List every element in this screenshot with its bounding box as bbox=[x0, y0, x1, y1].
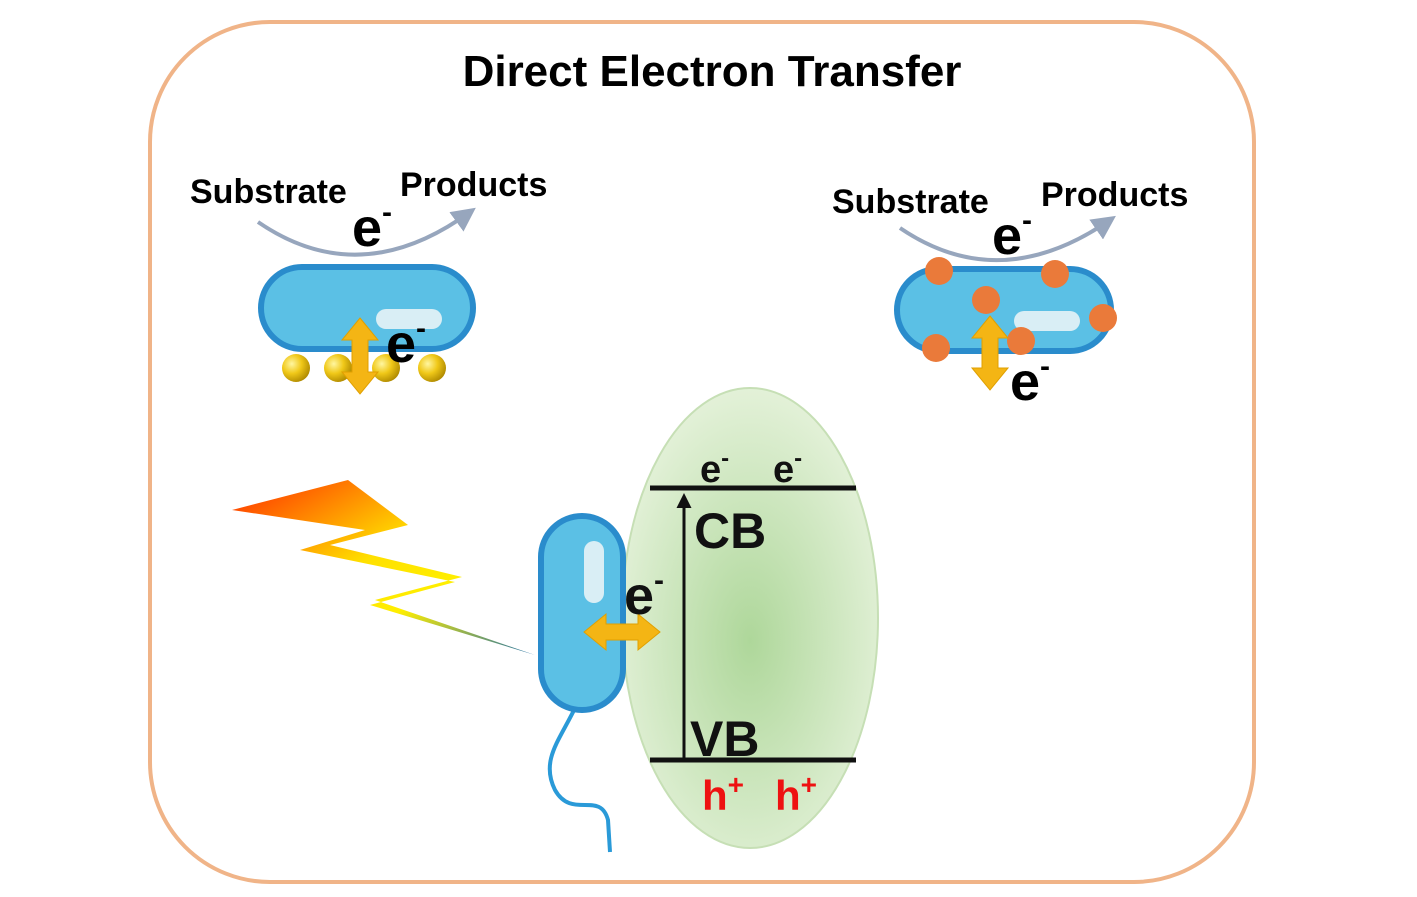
lightning-bolt-icon bbox=[232, 480, 535, 655]
vb-label: VB bbox=[690, 711, 759, 767]
right-substrate-label: Substrate bbox=[832, 183, 989, 221]
left-cell-highlight bbox=[376, 309, 442, 329]
right-panel: Substrate Products e- e- bbox=[832, 176, 1188, 412]
cb-electron-2: e- bbox=[773, 445, 802, 491]
right-cell-highlight bbox=[1014, 311, 1080, 331]
orange-particle bbox=[972, 286, 1000, 314]
right-top-electron: e- bbox=[992, 204, 1032, 266]
right-products-label: Products bbox=[1041, 176, 1188, 214]
orange-particle bbox=[922, 334, 950, 362]
gold-particle bbox=[282, 354, 310, 382]
cb-electron-1: e- bbox=[700, 445, 729, 491]
vb-hole-2: h+ bbox=[775, 769, 817, 819]
orange-particle bbox=[1089, 304, 1117, 332]
cb-label: CB bbox=[694, 503, 766, 559]
left-double-arrow bbox=[340, 317, 380, 395]
orange-particle bbox=[1041, 260, 1069, 288]
semiconductor-particle bbox=[621, 387, 879, 849]
transfer-double-arrow bbox=[583, 612, 661, 652]
orange-particle bbox=[925, 257, 953, 285]
gold-particle bbox=[372, 354, 400, 382]
left-panel: Substrate Products e- e- bbox=[190, 166, 547, 395]
vb-hole-1: h+ bbox=[702, 769, 744, 819]
left-substrate-label: Substrate bbox=[190, 173, 347, 211]
left-conversion-arrow bbox=[256, 207, 476, 257]
diagram-title: Direct Electron Transfer bbox=[463, 47, 962, 96]
left-top-electron: e- bbox=[352, 196, 392, 258]
bacterium-flagellum bbox=[547, 705, 612, 853]
right-cell-electron: e- bbox=[1010, 350, 1050, 412]
left-products-label: Products bbox=[400, 166, 547, 204]
right-conversion-arrow bbox=[898, 215, 1116, 262]
orange-particle bbox=[1007, 327, 1035, 355]
vertical-bacterium-cell bbox=[538, 513, 626, 713]
gold-particle bbox=[418, 354, 446, 382]
vertical-cell-highlight bbox=[584, 541, 604, 603]
left-cell-electron: e- bbox=[386, 312, 426, 374]
transfer-electron: e- bbox=[624, 564, 664, 626]
right-double-arrow bbox=[970, 315, 1010, 391]
semiconductor-panel: CB VB e- e- h+ h+ e- bbox=[232, 387, 879, 853]
